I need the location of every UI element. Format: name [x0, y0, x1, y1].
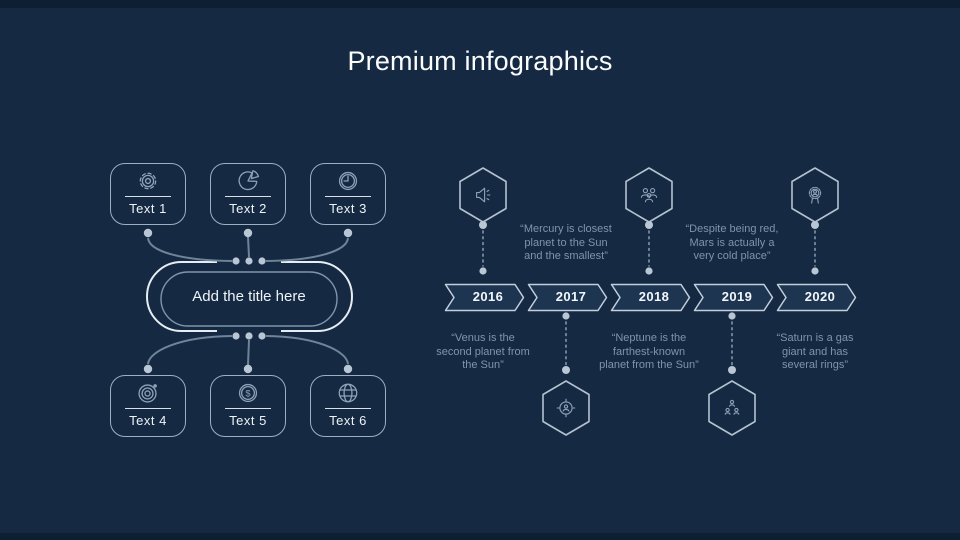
year-banner-2019[interactable]: [693, 283, 775, 312]
team-icon: [625, 167, 673, 223]
quote-2020: “Saturn is a gas giant and has several r…: [776, 332, 854, 371]
text-box-label: Text 1: [129, 201, 167, 216]
year-banner-2018[interactable]: [610, 283, 692, 312]
text-box-label: Text 6: [329, 413, 367, 428]
year-label: 2019: [721, 289, 753, 304]
divider: [225, 196, 271, 197]
text-box-5[interactable]: $ Text 5: [210, 375, 286, 437]
year-label: 2016: [472, 289, 504, 304]
text-box-3[interactable]: Text 3: [310, 163, 386, 225]
megaphone-icon: [459, 167, 507, 223]
gear-icon: [139, 172, 157, 190]
clock-icon: [338, 171, 358, 191]
text-box-label: Text 4: [129, 413, 167, 428]
year-label: 2017: [555, 289, 587, 304]
divider: [325, 196, 371, 197]
text-box-label: Text 2: [229, 201, 267, 216]
text-box-6[interactable]: Text 6: [310, 375, 386, 437]
divider: [125, 196, 171, 197]
center-title-placeholder[interactable]: Add the title here: [192, 288, 306, 305]
page-title: Premium infographics: [347, 46, 613, 76]
timeline-connector-2019: [728, 312, 736, 374]
timeline-connector-2017: [562, 312, 570, 374]
text-box-label: Text 3: [329, 201, 367, 216]
globe-icon: [338, 383, 358, 403]
org-hierarchy-icon: [708, 380, 756, 436]
svg-text:$: $: [245, 389, 251, 399]
quote-2018: “Neptune is the farthest-known planet fr…: [599, 332, 699, 371]
timeline-connector-2020: [811, 221, 819, 275]
year-label: 2018: [638, 289, 670, 304]
bottom-edge-strip: [0, 533, 960, 540]
focus-person-icon: [542, 380, 590, 436]
dollar-coin-icon: $: [238, 383, 258, 403]
quote-2019: “Despite being red, Mars is actually a v…: [685, 223, 779, 262]
year-label: 2020: [804, 289, 836, 304]
target-icon: [138, 384, 157, 403]
divider: [125, 408, 171, 409]
award-badge-icon: [791, 167, 839, 223]
quote-2017: “Mercury is closest planet to the Sun an…: [520, 223, 612, 262]
text-box-4[interactable]: Text 4: [110, 375, 186, 437]
timeline-connector-2018: [645, 221, 653, 275]
quote-2016: “Venus is the second planet from the Sun…: [436, 332, 530, 371]
divider: [325, 408, 371, 409]
top-edge-strip: [0, 0, 960, 8]
year-banner-2020[interactable]: [776, 283, 858, 312]
left-diagram-connectors: [143, 228, 353, 374]
text-box-1[interactable]: Text 1: [110, 163, 186, 225]
divider: [225, 408, 271, 409]
year-banner-2017[interactable]: [527, 283, 609, 312]
year-banner-2016[interactable]: [444, 283, 526, 312]
text-box-2[interactable]: Text 2: [210, 163, 286, 225]
pie-chart-icon: [238, 170, 260, 191]
text-box-label: Text 5: [229, 413, 267, 428]
timeline-connector-2016: [479, 221, 487, 275]
